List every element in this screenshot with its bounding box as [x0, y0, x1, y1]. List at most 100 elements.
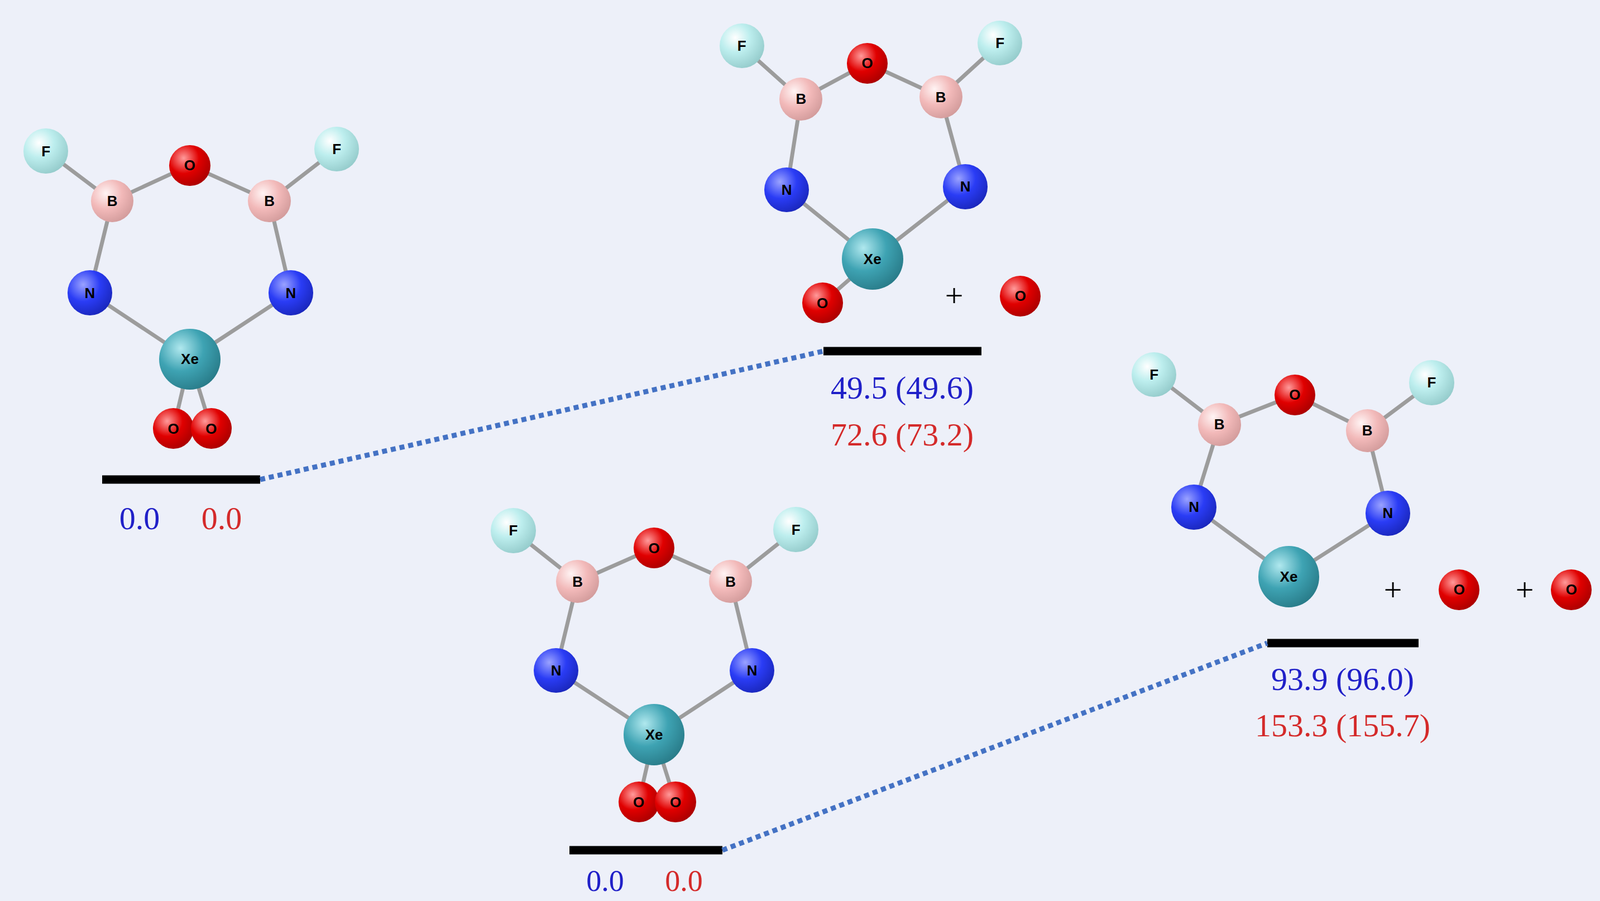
atom-circle: O	[633, 527, 675, 569]
atom-label: N	[1382, 505, 1393, 521]
atom-label: F	[41, 144, 51, 159]
atom-circle: N	[729, 648, 775, 693]
bond-line	[129, 173, 174, 194]
atom-circle: N	[942, 164, 988, 209]
bond-line	[642, 761, 648, 784]
atom-circle: N	[1365, 490, 1411, 536]
atom-label: O	[205, 421, 217, 437]
atom-circle: O	[654, 781, 696, 823]
bond-line	[1237, 401, 1278, 418]
dotted-link	[260, 351, 824, 480]
atom-label: N	[551, 663, 562, 678]
atom-label: O	[1014, 288, 1027, 304]
atom-label: N	[960, 179, 971, 194]
atom-label: O	[1453, 582, 1465, 597]
atom-circle: B	[779, 77, 823, 121]
atom-label: F	[791, 522, 801, 538]
atom-label: O	[1289, 387, 1301, 402]
bond-line	[572, 681, 631, 720]
atom-circle: F	[23, 128, 69, 174]
atom-label: F	[332, 141, 342, 157]
bond-line	[789, 117, 799, 170]
atom-label: F	[508, 523, 518, 538]
energy-bar	[823, 347, 982, 356]
bond-line	[198, 385, 207, 412]
bond-line	[671, 555, 713, 574]
atom-label: O	[184, 157, 196, 173]
atom-label: Xe	[863, 251, 882, 267]
energy-value: 72.6 (73.2)	[830, 418, 974, 452]
energy-value: 0.0	[119, 502, 161, 535]
energy-value: 0.0	[201, 502, 243, 535]
energy-bar	[102, 475, 261, 485]
atom-label: Xe	[645, 727, 664, 742]
bond-line	[595, 555, 637, 574]
bond-line	[212, 303, 274, 344]
bond-line	[177, 385, 184, 411]
bond-line	[735, 600, 748, 651]
energy-bar	[1267, 639, 1419, 648]
atom-circle: O	[1274, 374, 1316, 416]
atom-label: O	[861, 55, 874, 71]
atom-label: Xe	[180, 351, 199, 367]
atom-label: B	[264, 193, 275, 209]
bond-line	[529, 543, 563, 570]
atom-circle: B	[919, 75, 963, 119]
bond-line	[1311, 403, 1350, 423]
atom-circle: O	[999, 275, 1041, 317]
bond-line	[955, 56, 986, 84]
energy-value: 153.3 (155.7)	[1254, 709, 1431, 742]
atom-circle: O	[169, 145, 210, 186]
atom-label: B	[1362, 423, 1373, 438]
atom-circle: N	[67, 270, 113, 315]
atom-label: Xe	[1280, 569, 1298, 584]
atom-label: O	[633, 794, 645, 810]
bond-line	[757, 59, 787, 86]
atom-circle: F	[719, 23, 765, 69]
energy-value: 0.0	[586, 865, 625, 897]
atom-circle: Xe	[623, 703, 685, 766]
bond-line	[561, 600, 574, 651]
atom-circle: F	[314, 126, 359, 172]
atom-circle: F	[773, 506, 818, 552]
atom-label: B	[795, 91, 807, 107]
bond-line	[817, 72, 851, 90]
bond-line	[802, 202, 851, 242]
atom-circle: Xe	[1258, 545, 1320, 608]
plus-sign: +	[1383, 573, 1403, 607]
bond-line	[1210, 519, 1267, 561]
bond-line	[745, 542, 781, 570]
plus-sign: +	[945, 279, 964, 313]
bond-line	[677, 681, 736, 720]
bond-line	[94, 219, 108, 274]
atom-circle: B	[709, 559, 752, 603]
atom-circle: O	[1438, 569, 1480, 611]
atom-circle: O	[1550, 569, 1592, 611]
energy-value: 93.9 (96.0)	[1271, 663, 1415, 696]
atom-label: N	[1188, 499, 1200, 515]
atom-circle: O	[152, 408, 194, 449]
bond-line	[894, 199, 950, 243]
bond-line	[662, 760, 670, 785]
atom-circle: N	[1171, 484, 1216, 530]
energy-value: 49.5 (49.6)	[830, 371, 974, 405]
atom-label: O	[168, 421, 180, 437]
atom-circle: O	[846, 42, 888, 84]
atom-label: N	[84, 285, 95, 301]
atom-label: B	[107, 193, 118, 209]
atom-circle: F	[490, 508, 536, 553]
atom-circle: Xe	[159, 328, 221, 391]
bond-line	[945, 115, 960, 168]
bond-line	[884, 70, 924, 89]
bond-line	[284, 161, 322, 190]
atom-label: O	[1565, 582, 1578, 597]
dotted-link	[722, 643, 1268, 851]
atom-label: F	[995, 35, 1005, 51]
bond-line	[1311, 524, 1371, 562]
atom-circle: Xe	[841, 228, 904, 290]
atom-label: B	[725, 574, 736, 589]
plus-sign: +	[1515, 573, 1535, 607]
bond-line	[1372, 449, 1384, 494]
atom-label: O	[648, 540, 660, 556]
